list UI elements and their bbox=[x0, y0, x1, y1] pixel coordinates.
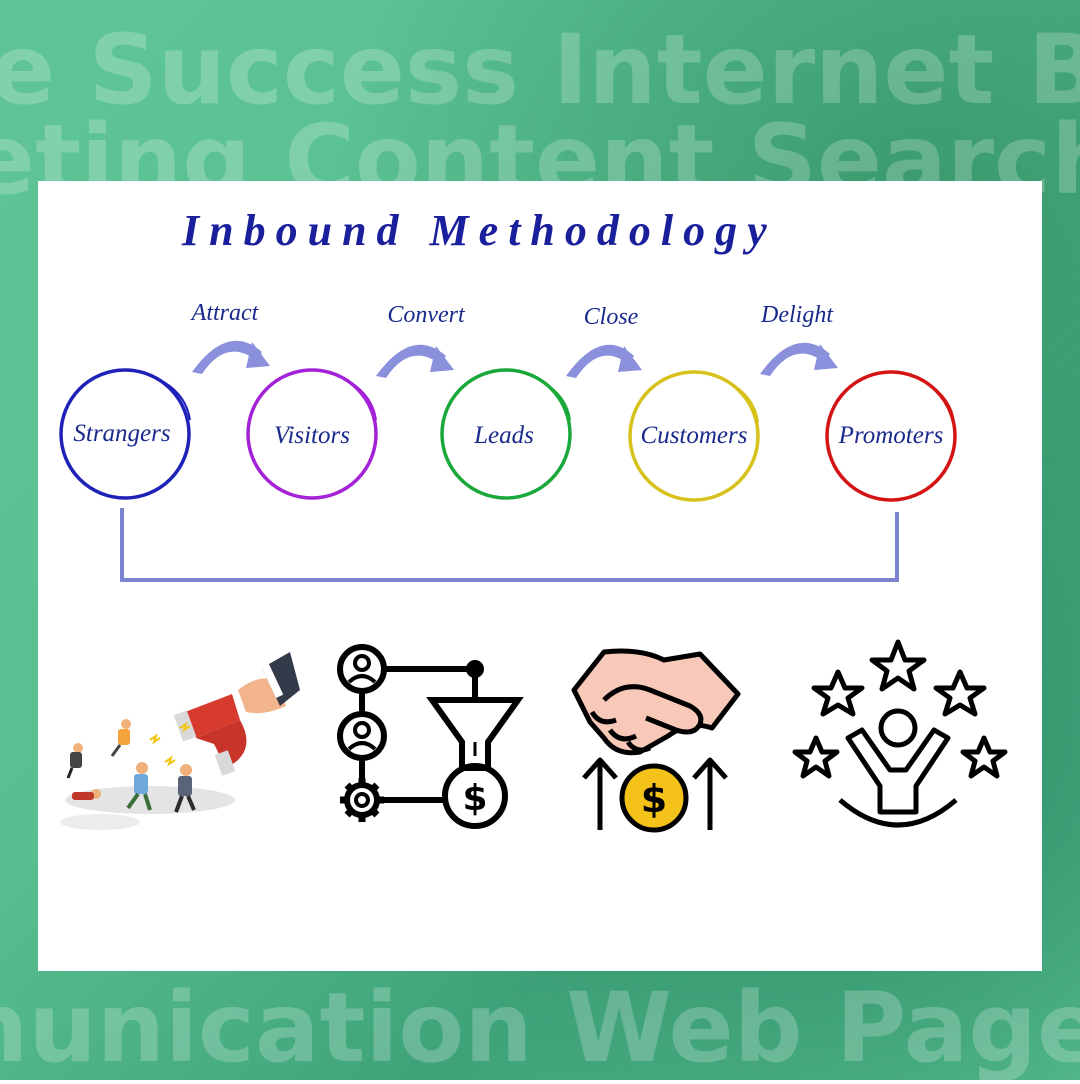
stage-circle-visitors bbox=[246, 368, 378, 500]
star-icon bbox=[792, 735, 840, 779]
flying-person bbox=[126, 762, 152, 811]
action-label-convert: Convert bbox=[387, 302, 465, 328]
stage-circle-strangers bbox=[59, 368, 191, 500]
stage-label-customers: Customers bbox=[640, 422, 748, 449]
star-icon bbox=[933, 669, 987, 717]
star-icon bbox=[869, 639, 927, 692]
lead-funnel-icon bbox=[337, 644, 524, 829]
magnet-attract-illustration bbox=[60, 652, 300, 830]
funnel-dollar-sign: $ bbox=[462, 778, 487, 819]
flying-person bbox=[72, 789, 101, 800]
arrow-close bbox=[566, 344, 642, 378]
diagram-title: Inbound Methodology bbox=[182, 206, 777, 255]
action-label-attract: Attract bbox=[191, 300, 259, 326]
stage-label-strangers: Strangers bbox=[73, 420, 171, 447]
background-word-row-1: e Success Internet Bus bbox=[0, 14, 1080, 126]
diagram-card bbox=[38, 181, 1042, 971]
star-icon bbox=[960, 735, 1008, 779]
arrow-attract bbox=[192, 340, 270, 374]
star-icon bbox=[811, 669, 865, 717]
loop-connector-line bbox=[120, 508, 899, 582]
stage-circle-promoters bbox=[825, 370, 957, 502]
arrow-convert bbox=[376, 344, 454, 378]
coin-dollar-sign: $ bbox=[641, 777, 667, 821]
action-label-delight: Delight bbox=[761, 302, 833, 328]
flying-person bbox=[174, 764, 196, 813]
stage-circle-customers bbox=[628, 370, 760, 502]
stage-label-visitors: Visitors bbox=[274, 422, 350, 449]
happy-customer-stars-icon bbox=[792, 639, 1008, 828]
flying-person bbox=[66, 743, 83, 779]
arrow-delight bbox=[760, 342, 838, 376]
flying-person bbox=[110, 719, 131, 757]
stage-label-promoters: Promoters bbox=[838, 422, 944, 449]
stage-circle-leads bbox=[440, 368, 572, 500]
action-label-close: Close bbox=[583, 304, 639, 330]
background-word-row-3: nunication Web Page Bra bbox=[0, 972, 1080, 1084]
action-arrows bbox=[192, 340, 838, 378]
handshake-money-icon bbox=[571, 648, 741, 833]
stage-label-leads: Leads bbox=[474, 422, 534, 449]
